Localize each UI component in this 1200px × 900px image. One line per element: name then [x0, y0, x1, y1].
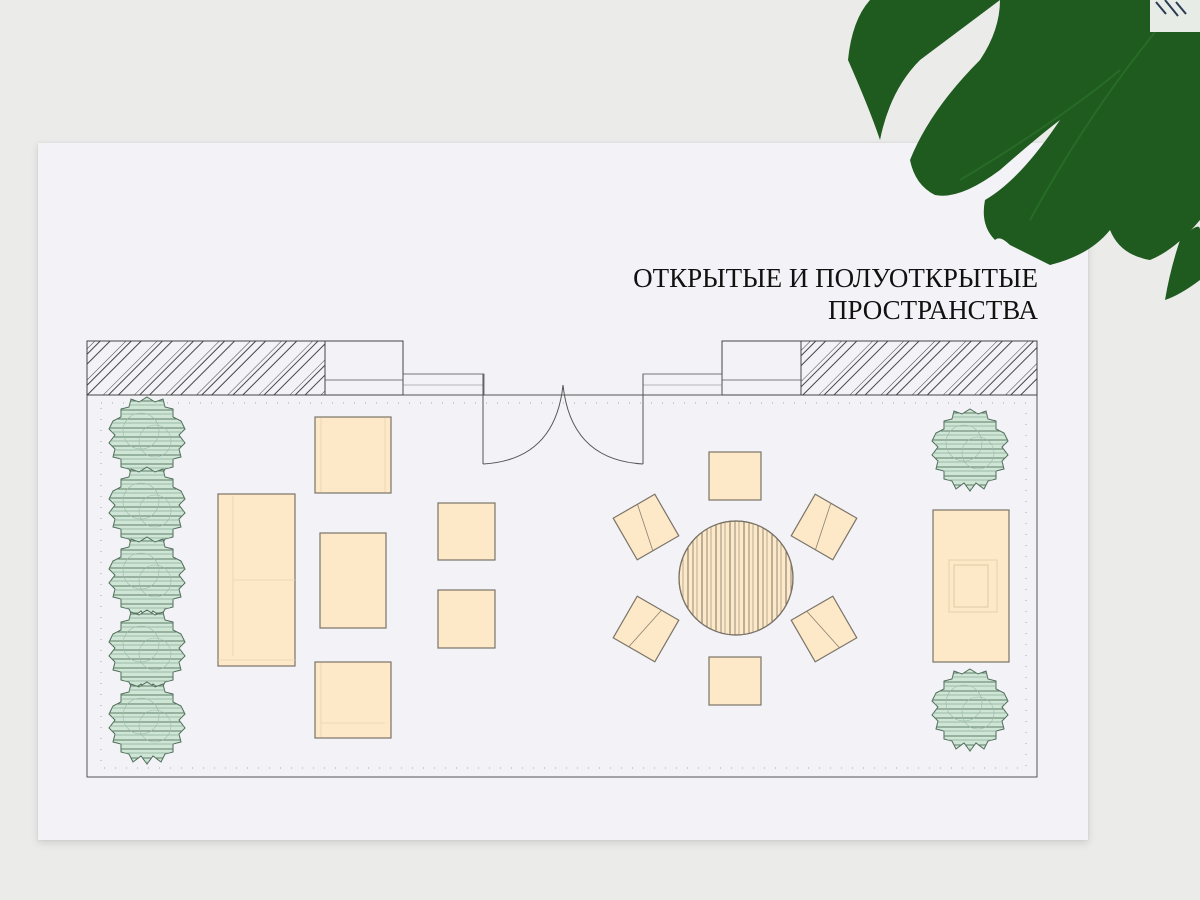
armchair-icon	[314, 661, 392, 739]
right-hatched-wall	[642, 340, 1038, 396]
left-hatched-wall	[86, 340, 485, 396]
drawing-title: ОТКРЫТЫЕ И ПОЛУОТКРЫТЫЕ ПРОСТРАНСТВА	[633, 262, 1038, 326]
paper-sheet	[38, 143, 1088, 840]
chair-icon	[708, 656, 762, 706]
double-swing-door	[482, 374, 644, 465]
stool-icon	[437, 502, 496, 561]
chair-icon	[612, 493, 680, 561]
title-line-1: ОТКРЫТЫЕ И ПОЛУОТКРЫТЫЕ	[633, 263, 1038, 293]
bench-table-icon	[932, 509, 1010, 663]
armchair-icon	[314, 416, 392, 494]
chair-icon	[790, 493, 858, 561]
stool-icon	[437, 589, 496, 649]
title-line-2: ПРОСТРАНСТВА	[827, 295, 1038, 325]
chair-icon	[790, 595, 858, 663]
chair-icon	[708, 451, 762, 501]
sofa-icon	[217, 493, 296, 667]
lounge-zone	[217, 416, 496, 739]
dotted-offset-line	[100, 402, 1027, 769]
chair-icon	[612, 595, 680, 663]
coffee-table-icon	[319, 532, 387, 629]
dining-zone	[612, 451, 858, 706]
